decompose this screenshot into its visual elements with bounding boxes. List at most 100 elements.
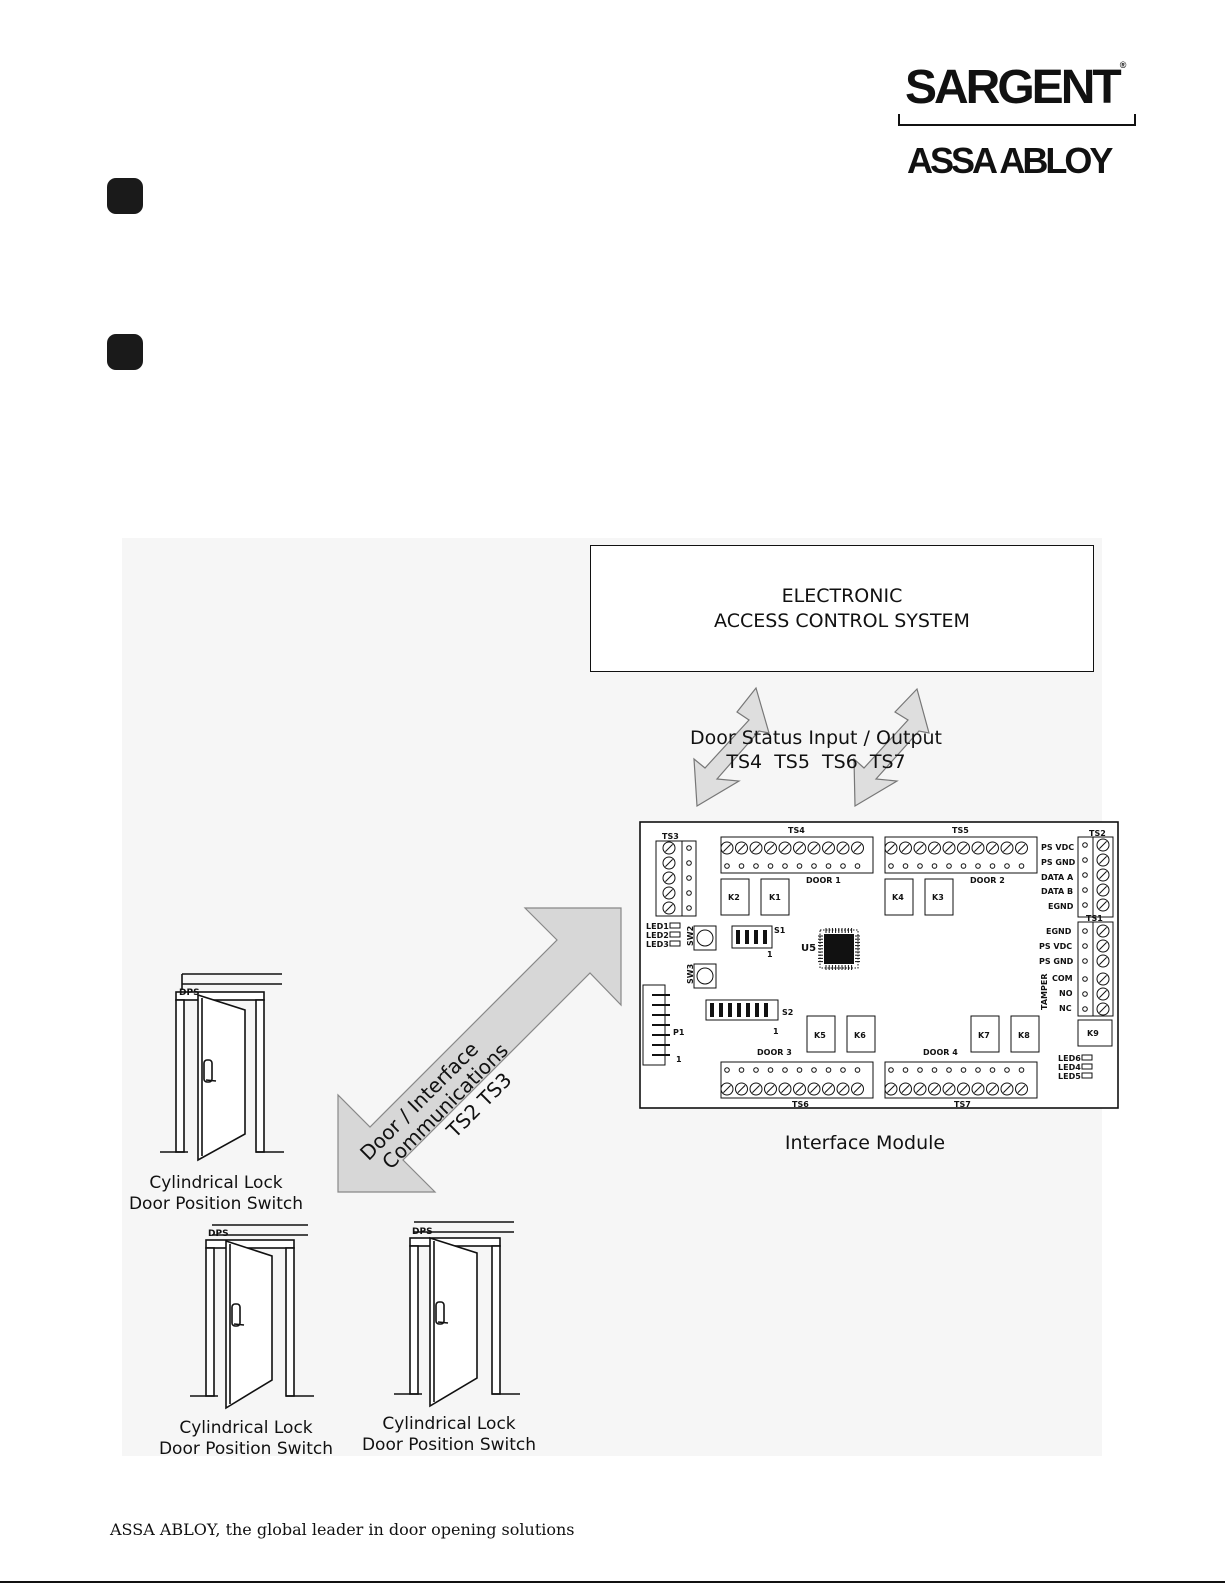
screw-slot [916,1085,924,1093]
terminal-screw [811,863,817,869]
door-caption-3-line2: Door Position Switch [361,1435,537,1455]
ts1-pin-6: NC [1059,1004,1072,1013]
relay-k9: K9 [1087,1029,1099,1038]
terminal-screw [1004,1067,1010,1073]
terminal-screw [825,863,832,869]
terminal-screw [888,863,894,869]
screw-slot [1099,990,1107,998]
terminal-screw [960,1067,967,1073]
terminal-screw [1082,943,1088,949]
screw-slot [945,844,953,852]
dps-label-2: DPS [208,1229,229,1239]
terminal-screw [686,890,692,896]
door-caption-2: Cylindrical Lock Door Position Switch [150,1418,342,1460]
screw-slot [665,844,673,852]
terminal-screw [917,863,923,869]
screw-slot [810,1085,818,1093]
door-3 [394,1221,520,1408]
ts1-pin-1: EGND [1046,927,1072,936]
label-ts3: TS3 [662,832,679,841]
screw-slot [1099,886,1107,894]
screw-slot [853,1085,862,1093]
led6-label: LED6 [1058,1054,1081,1063]
screw-slot [737,844,746,852]
s2-label: S2 [782,1008,793,1017]
relay-k4: K4 [892,893,904,902]
led5-label: LED5 [1058,1072,1081,1081]
io-label-line1: Door Status Input / Output [690,727,942,749]
terminal-screw [946,1067,952,1073]
terminal-screw [686,860,692,866]
system-box-line1: ELECTRONIC [781,584,903,607]
ts1-pin-2: PS VDC [1039,942,1072,951]
terminal-screw [796,1067,803,1073]
led3-label: LED3 [646,940,669,949]
screw-slot [766,1085,775,1093]
p1-label: P1 [673,1028,685,1037]
interface-module-caption: Interface Module [784,1132,946,1154]
door-caption-3: Cylindrical Lock Door Position Switch [353,1414,545,1456]
terminal-screw [902,1067,909,1073]
screw-slot [665,859,673,867]
terminal-screw [753,1067,759,1073]
u5-label: U5 [801,943,816,954]
door-caption-1-line2: Door Position Switch [128,1194,304,1214]
ts2-pin-2: PS GND [1041,858,1076,867]
dps-label-3: DPS [412,1227,433,1237]
terminal-screw [1018,1067,1025,1073]
terminal-screw [1082,872,1088,878]
screw-slot [723,844,731,852]
screw-slot [988,1085,997,1093]
io-arrow-left [693,686,770,808]
ts1-pin-3: PS GND [1039,957,1074,966]
label-ts7: TS7 [954,1100,971,1109]
label-tamper: TAMPER [1040,974,1049,1010]
ts2-pin-1: PS VDC [1041,843,1074,852]
terminal-screw [917,1067,923,1073]
terminal-screw [1082,991,1088,997]
relay-k3: K3 [932,893,944,902]
door-caption-1-line1: Cylindrical Lock [149,1173,283,1193]
s1-pin1-label: 1 [767,950,773,959]
screw-slot [930,844,939,852]
terminal-screw [854,1067,861,1073]
screw-slot [1099,1005,1107,1013]
io-arrow-right [853,687,930,808]
ts2-pin-3: DATA A [1041,873,1074,882]
screw-slot [795,1085,804,1093]
screw-slot [766,844,775,852]
sw2-label: SW2 [686,926,695,946]
terminal-screw [782,863,788,869]
terminal-screw [888,1067,894,1073]
label-ts2: TS2 [1089,829,1106,838]
screw-slot [737,1085,746,1093]
screw-slot [752,844,760,852]
led2-label: LED2 [646,931,669,940]
terminal-screw [686,875,692,881]
label-ts1: TS1 [1086,914,1103,923]
terminal-screw [1004,863,1010,869]
ts2-pin-4: DATA B [1041,887,1073,896]
terminal-screw [724,863,730,869]
relay-k1: K1 [769,893,781,902]
screw-slot [853,844,862,852]
terminal-screw [825,1067,832,1073]
screw-slot [1003,844,1011,852]
relay-k5: K5 [814,1031,826,1040]
screw-slot [1099,856,1107,864]
u5-chip-pins [818,928,860,970]
sargent-logo: SARGENT® [905,60,1126,115]
door-1 [160,973,284,1162]
screw-slot [1099,901,1107,909]
screw-slot [1017,844,1026,852]
screw-slot [974,844,982,852]
terminal-screw [989,1067,996,1073]
screw-slot [901,1085,910,1093]
system-box-line2: ACCESS CONTROL SYSTEM [714,609,970,632]
bottom-rule [0,1581,1225,1583]
screw-slot [1099,871,1107,879]
screw-slot [1003,1085,1011,1093]
screw-slot [1099,975,1107,983]
sargent-wordmark: SARGENT [905,61,1122,114]
relay-k8: K8 [1018,1031,1030,1040]
